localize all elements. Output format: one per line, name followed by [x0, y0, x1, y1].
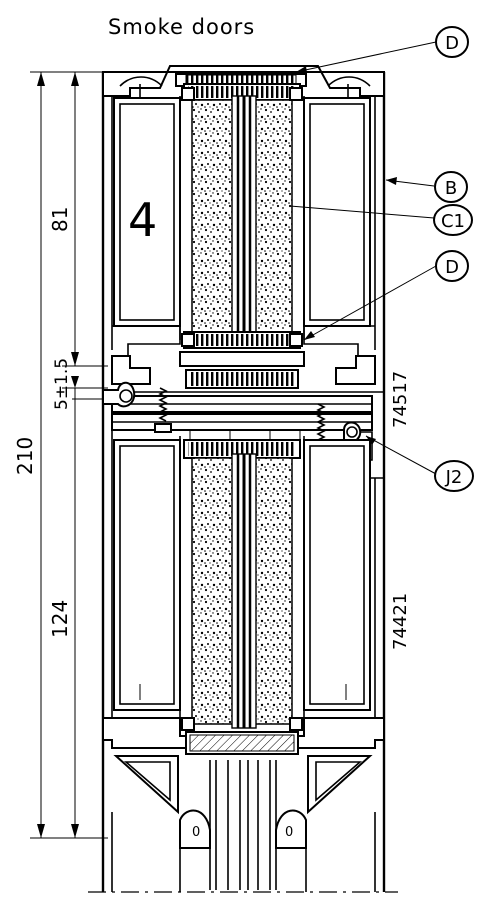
callout-j2-label: J2: [445, 467, 463, 488]
callout-c1-label: C1: [441, 211, 465, 232]
lower-glass-panel: [181, 439, 303, 731]
lower-frame-chambers: [113, 436, 371, 726]
callout-d-top: D: [435, 26, 469, 58]
dimension-lines: [30, 71, 108, 839]
callout-d-mid-label: D: [445, 257, 459, 278]
dimension-overall: 210: [13, 437, 37, 475]
profile-code-lower: 74421: [390, 593, 411, 650]
dimension-lower: 124: [48, 600, 72, 638]
callout-d-top-label: D: [445, 33, 459, 54]
callout-b-label: B: [445, 178, 457, 199]
drawing-title: Smoke doors: [108, 15, 255, 39]
profile-code-upper: 74517: [390, 371, 411, 428]
callout-leaders: [289, 41, 437, 475]
frame-outline: [101, 72, 386, 892]
marker-left: 0: [192, 825, 200, 840]
upper-glass-panel: [181, 83, 303, 349]
marker-right: 0: [285, 825, 293, 840]
bottom-profile: [102, 717, 385, 892]
meeting-rail: [102, 351, 384, 479]
dimension-gap: 5±1.5: [52, 358, 72, 410]
callout-b: B: [434, 171, 468, 203]
callout-j2: J2: [434, 460, 474, 492]
callout-d-mid: D: [435, 250, 469, 282]
detail-number: 4: [128, 193, 157, 247]
callout-c1: C1: [433, 204, 473, 236]
dimension-upper: 81: [48, 207, 72, 232]
